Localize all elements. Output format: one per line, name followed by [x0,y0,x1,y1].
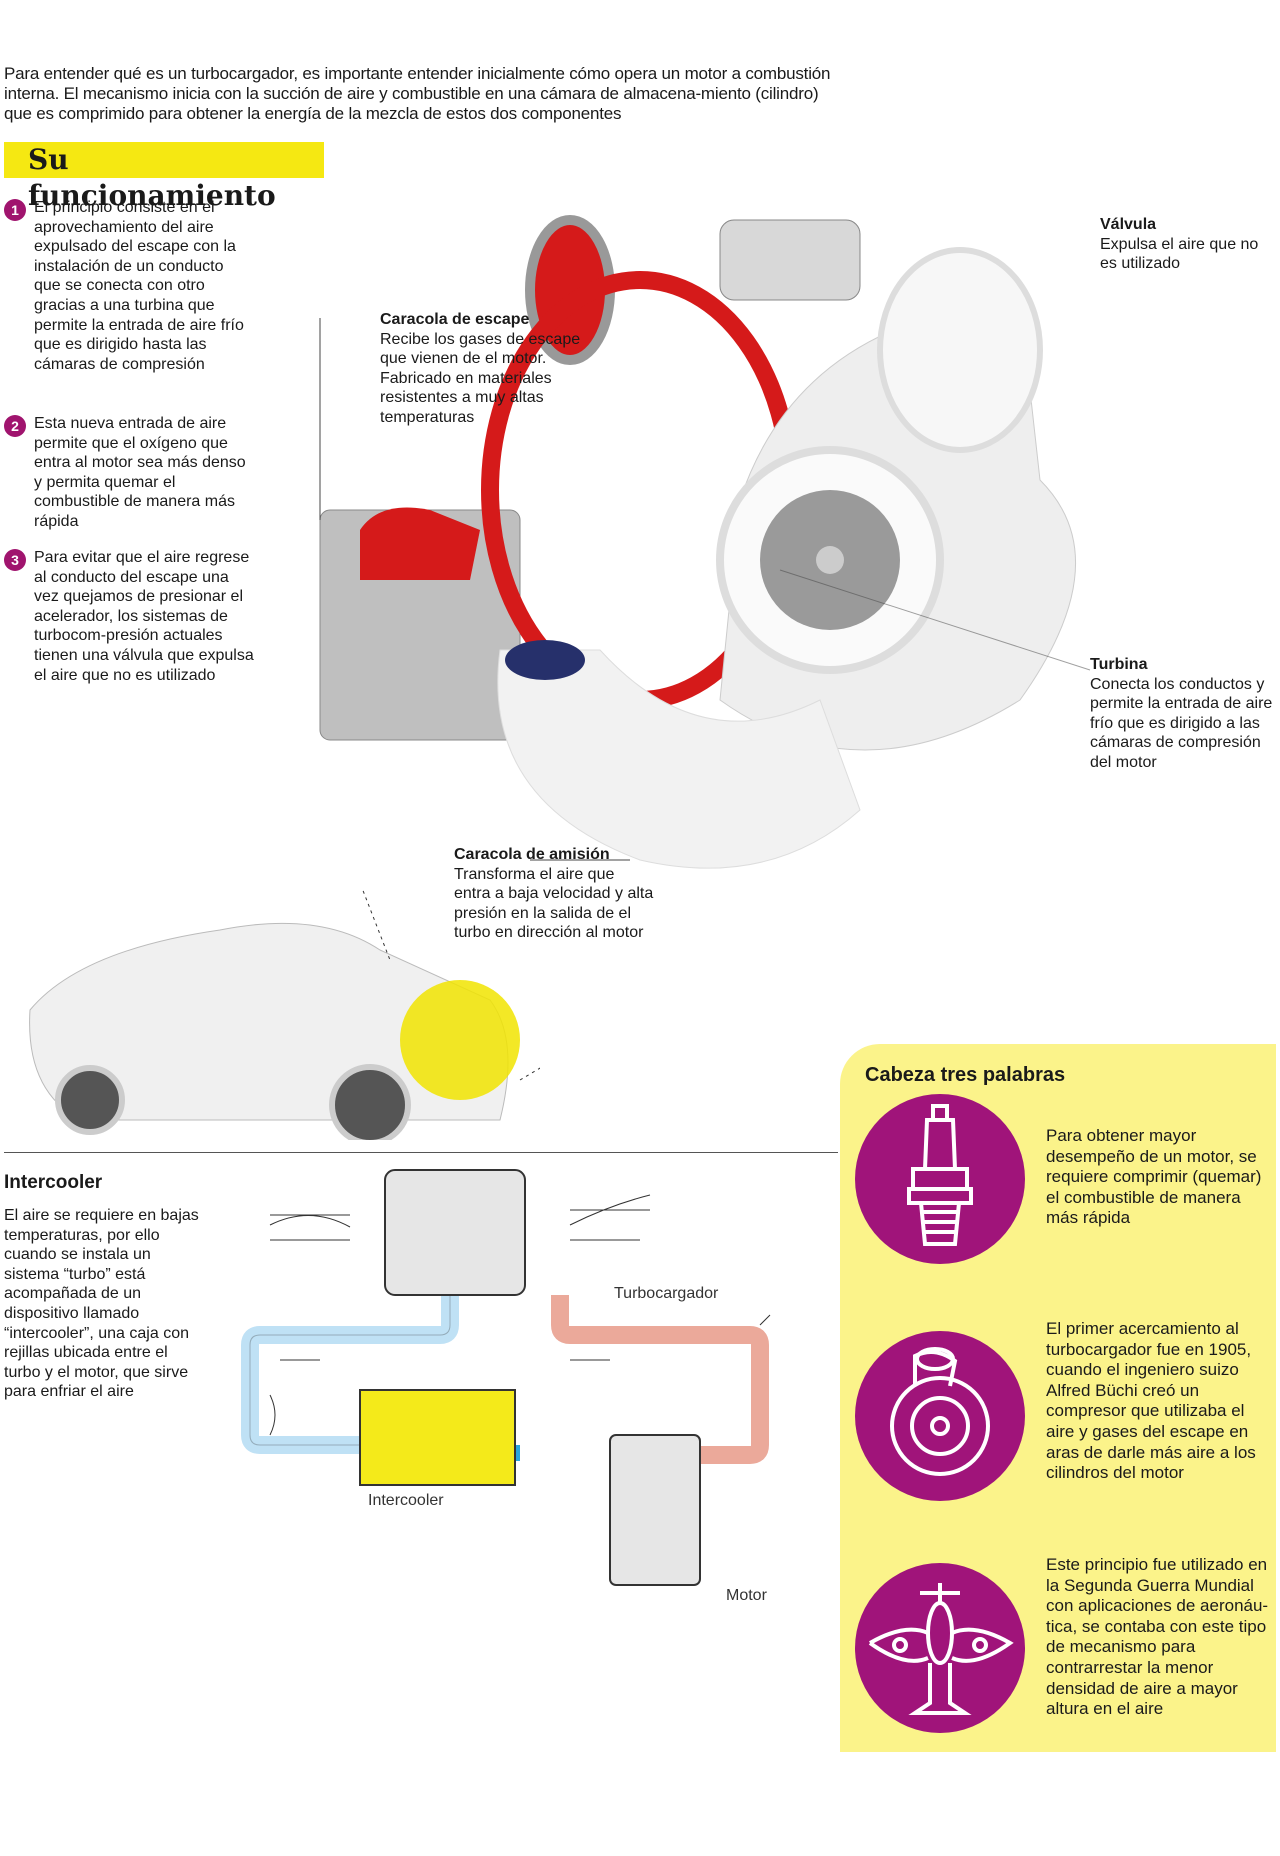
step-1: 1 El principio consiste en el aprovecham… [4,198,254,374]
turbo-label: Turbocargador [614,1285,719,1302]
step-number-badge: 1 [4,199,26,221]
engine-highlight [400,980,520,1100]
turbo-unit [384,1169,526,1296]
label-text: Expulsa el aire que no es utilizado [1100,235,1259,273]
label-text: Transforma el aire que entra a baja velo… [454,865,654,942]
facts-title: Cabeza tres palabras [865,1064,1066,1086]
spark-plug-icon [855,1094,1025,1264]
label-title: Válvula [1100,216,1157,233]
valve [719,219,861,301]
step-2: 2 Esta nueva entrada de aire permite que… [4,414,254,532]
intercooler-diagram [241,1169,771,1586]
label-caracola-amision: Caracola de amisión Transforma el aire q… [454,845,654,943]
divider [4,1152,838,1153]
intercooler-box [359,1389,516,1486]
motor-label: Motor [726,1587,767,1604]
step-text: El principio consiste en el aprovechamie… [34,199,244,373]
turbocharger-illustration [319,215,1091,869]
label-title: Caracola de amisión [454,846,610,863]
fact-text: El primer acercamiento al turbocargador … [1046,1319,1256,1483]
intercooler-title: Intercooler [4,1172,103,1193]
fact-text: Este principio fue utilizado en la Segun… [1046,1555,1269,1719]
hot-air-pipe [551,1295,769,1464]
intro-paragraph: Para entender qué es un turbocargador, e… [4,64,831,123]
turbo-icon [855,1331,1025,1501]
engine-block [609,1434,701,1586]
label-text: Conecta los conductos y permite la entra… [1090,675,1273,771]
label-valvula: Válvula Expulsa el aire que no es utiliz… [1100,215,1270,274]
step-3: 3 Para evitar que el aire regrese al con… [4,548,254,685]
step-text: Para evitar que el aire regrese al condu… [34,549,254,684]
label-caracola-escape: Caracola de escape Recibe los gases de e… [380,310,610,428]
intercooler-label: Intercooler [368,1492,444,1509]
car-illustration [29,890,540,1140]
step-number-badge: 2 [4,415,26,437]
fact-text: Para obtener mayor desempeño de un motor… [1046,1126,1262,1228]
step-number-badge: 3 [4,549,26,571]
label-text: Recibe los gases de escape que vienen de… [380,330,581,426]
intercooler-text: El aire se requiere en bajas temperatura… [4,1207,199,1401]
intake-snail [497,649,861,869]
airplane-icon [855,1563,1025,1733]
label-turbina: Turbina Conecta los conductos y permite … [1090,655,1280,773]
cold-air-pipe [241,1295,459,1454]
label-title: Turbina [1090,656,1148,673]
section-title: Su funcionamiento [4,142,324,212]
step-text: Esta nueva entrada de aire permite que e… [34,415,246,530]
label-title: Caracola de escape [380,311,530,328]
